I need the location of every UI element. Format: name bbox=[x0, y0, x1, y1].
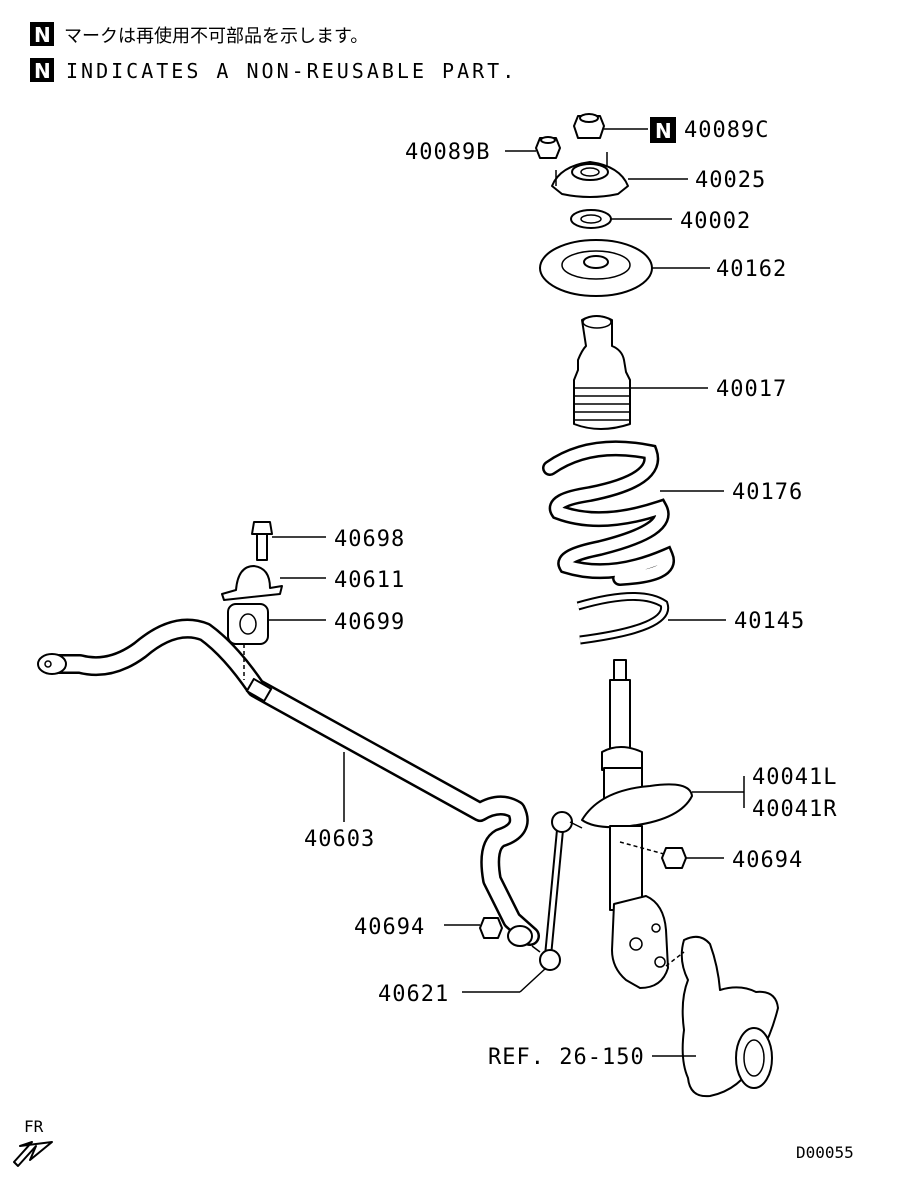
callout-40694-link: 40694 bbox=[354, 915, 425, 940]
coil-spring bbox=[542, 440, 724, 586]
callout-40176: 40176 bbox=[732, 480, 803, 505]
callout-40017: 40017 bbox=[716, 377, 787, 402]
stabilizer-link bbox=[462, 811, 583, 993]
direction-label: FR bbox=[24, 1117, 44, 1136]
lower-spring-pad bbox=[576, 592, 726, 645]
callout-40699: 40699 bbox=[334, 610, 405, 635]
callout-40041l: 40041L bbox=[752, 765, 837, 790]
callout-40089c: 40089C bbox=[684, 118, 769, 143]
callout-40694-strut: 40694 bbox=[732, 848, 803, 873]
badge-letter-1: N bbox=[34, 23, 51, 47]
drawing-code: D00055 bbox=[796, 1143, 854, 1162]
callout-40041r: 40041R bbox=[752, 797, 837, 822]
callout-40603: 40603 bbox=[304, 827, 375, 852]
stabilizer-bushing bbox=[227, 603, 326, 645]
callout-40621: 40621 bbox=[378, 982, 449, 1007]
callout-40611: 40611 bbox=[334, 568, 405, 593]
stabilizer-bracket bbox=[221, 565, 326, 601]
strut-mount bbox=[551, 152, 688, 198]
legend-note-en: INDICATES A NON-REUSABLE PART. bbox=[66, 59, 517, 83]
badge-letter-2: N bbox=[34, 59, 51, 83]
front-arrow-icon bbox=[13, 1141, 53, 1167]
strut-nut bbox=[619, 841, 724, 869]
non-reusable-badge-nut bbox=[650, 117, 676, 143]
link-nut bbox=[444, 917, 503, 939]
bump-stop-boot bbox=[573, 315, 708, 430]
callout-40025: 40025 bbox=[695, 168, 766, 193]
callout-40145: 40145 bbox=[734, 609, 805, 634]
strut-assembly bbox=[581, 659, 745, 989]
callout-knuckle-ref: REF. 26-150 bbox=[488, 1045, 645, 1070]
steering-knuckle bbox=[652, 935, 779, 1098]
front-direction-indicator: FR bbox=[13, 1117, 53, 1167]
flange-nut-side bbox=[505, 136, 561, 159]
callout-40162: 40162 bbox=[716, 257, 787, 282]
bearing bbox=[570, 209, 672, 229]
non-reusable-badge-1 bbox=[30, 22, 54, 46]
mounting-bolt bbox=[251, 521, 326, 561]
callout-40002: 40002 bbox=[680, 209, 751, 234]
badge-letter-nut: N bbox=[655, 119, 672, 143]
callout-40698: 40698 bbox=[334, 527, 405, 552]
non-reusable-badge-2 bbox=[30, 58, 54, 82]
legend-note-jp: マークは再使用不可部品を示します。 bbox=[64, 26, 368, 47]
stabilizer-bar bbox=[37, 618, 540, 947]
upper-spring-seat bbox=[539, 239, 710, 297]
flange-nut-upper bbox=[573, 113, 648, 139]
legend: N マークは再使用不可部品を示します。 N INDICATES A NON-RE… bbox=[30, 22, 517, 83]
callout-40089b: 40089B bbox=[405, 140, 490, 165]
